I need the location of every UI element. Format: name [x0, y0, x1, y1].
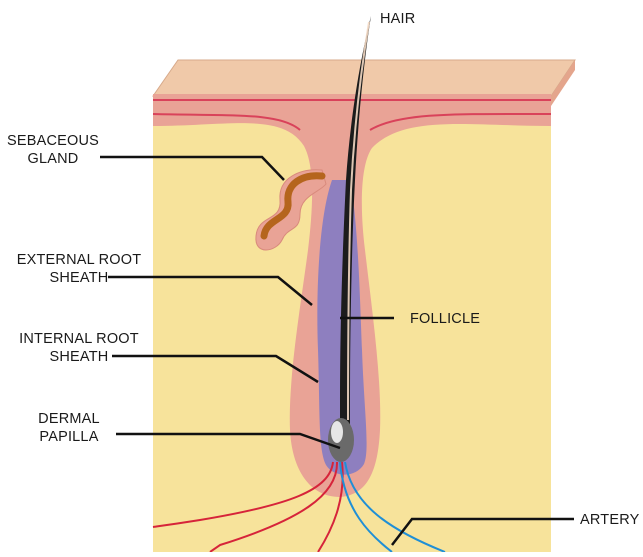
label-dermal-papilla-line-1: DERMAL [22, 410, 116, 428]
label-dermal-papilla: DERMAL PAPILLA [22, 410, 116, 446]
label-artery: ARTERY [580, 511, 640, 529]
label-external-root-line-2: SHEATH [4, 269, 154, 287]
label-hair: HAIR [380, 10, 415, 28]
label-sebaceous-gland: SEBACEOUS GLAND [6, 132, 100, 168]
dermal-papilla-highlight [331, 421, 343, 443]
label-internal-root-line-1: INTERNAL ROOT [4, 330, 154, 348]
label-external-root-sheath: EXTERNAL ROOT SHEATH [4, 251, 154, 287]
label-follicle: FOLLICLE [410, 310, 480, 328]
label-internal-root-line-2: SHEATH [4, 348, 154, 366]
label-sebaceous-line-1: SEBACEOUS [6, 132, 100, 150]
label-sebaceous-line-2: GLAND [6, 150, 100, 168]
label-external-root-line-1: EXTERNAL ROOT [4, 251, 154, 269]
label-internal-root-sheath: INTERNAL ROOT SHEATH [4, 330, 154, 366]
label-dermal-papilla-line-2: PAPILLA [22, 428, 116, 446]
